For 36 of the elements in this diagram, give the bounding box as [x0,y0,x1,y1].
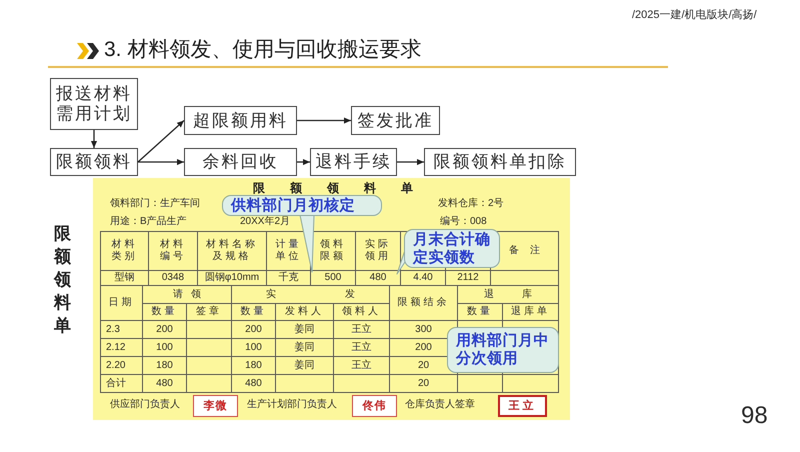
process-box: 超限额用料 [184,106,297,135]
arrow [297,158,310,166]
signature-stamp: 王立 [498,395,547,417]
callout-bubble: 用料部门月中分次领用 [447,327,559,373]
arrow [138,158,184,166]
vertical-title: 限额领料单 [54,223,72,337]
form-info-text: 发料仓库：2号 [438,198,504,210]
form-title: 限额领料单 [253,181,413,196]
header-text: /2025一建/机电版块/高扬/ [632,8,757,22]
form-panel [93,178,570,420]
process-box: 余料回收 [184,148,297,176]
callout-bubble: 月末合计确定实领数 [404,229,500,268]
process-box: 报送材料需用计划 [50,78,138,130]
callout-pointer [396,250,406,274]
form-info-text: 编号：008 [440,216,487,228]
signature-stamp: 李微 [193,395,238,417]
signature-caption: 供应部门负责人 [110,399,180,411]
slide-title: 3. 材料领发、使用与回收搬运要求 [104,37,422,63]
arrow [297,117,351,124]
process-box: 限额领料 [50,148,138,176]
table-cell: 合计 [100,374,143,393]
process-box: 签发批准 [351,106,440,135]
signature-stamp: 佟伟 [352,395,397,417]
form-info-text: 20XX年2月 [240,216,290,228]
arrow [90,130,98,148]
page-number: 98 [741,402,768,430]
callout-pointer [300,214,314,272]
arrow [138,120,184,162]
process-box: 限额领料单扣除 [424,148,576,176]
form-info-text: 用途：B产品生产 [110,216,187,228]
process-box: 退料手续 [310,148,397,176]
signature-caption: 仓库负责人签章 [405,399,475,411]
arrow [397,158,424,166]
signature-caption: 生产计划部门负责人 [247,399,337,411]
header-cell: 材料类别 [100,231,149,271]
form-info-text: 领料部门：生产车间 [110,198,200,210]
